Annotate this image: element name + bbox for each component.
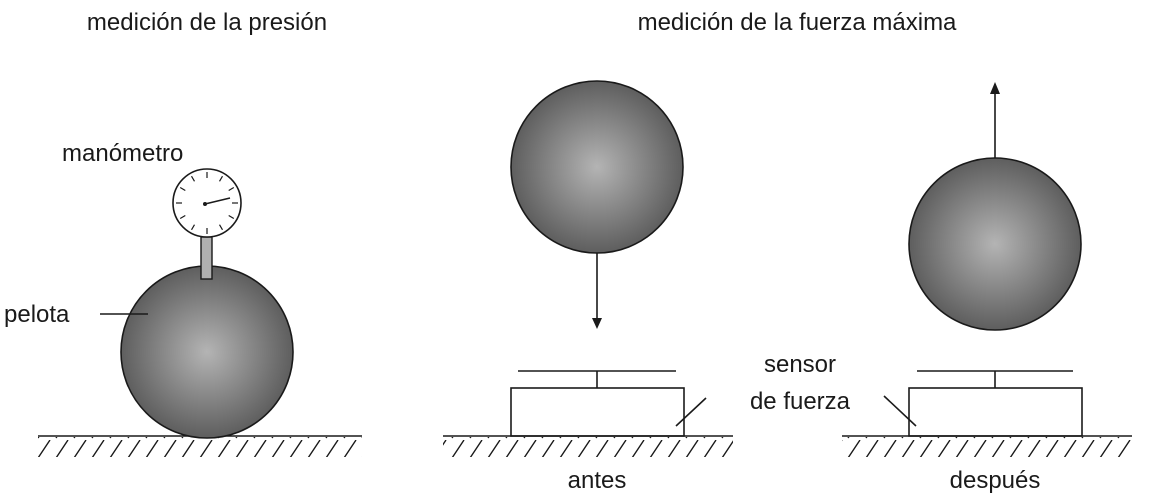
arrow-up-icon — [990, 82, 1000, 158]
arrow-down-icon — [592, 253, 602, 329]
ball-pressure — [120, 265, 294, 439]
ground-middle — [443, 435, 733, 457]
sensor-leader-before — [675, 397, 707, 427]
force-sensor-after — [908, 370, 1083, 437]
ground-left — [38, 435, 362, 457]
sensor-leader-after — [883, 395, 917, 427]
sensor-label-line2: de fuerza — [750, 388, 851, 415]
label-after: después — [950, 467, 1041, 494]
ball-after — [908, 157, 1082, 331]
title-max-force: medición de la fuerza máxima — [638, 9, 957, 36]
force-sensor-before — [510, 370, 685, 437]
ball-before — [510, 80, 684, 254]
gauge-stem — [200, 236, 213, 280]
label-before: antes — [568, 467, 627, 494]
ground-right — [842, 435, 1132, 457]
gauge-icon — [172, 168, 242, 238]
title-pressure: medición de la presión — [87, 9, 327, 36]
gauge-label: manómetro — [62, 140, 183, 167]
sensor-label-line1: sensor — [764, 351, 836, 378]
ball-label: pelota — [4, 301, 70, 328]
